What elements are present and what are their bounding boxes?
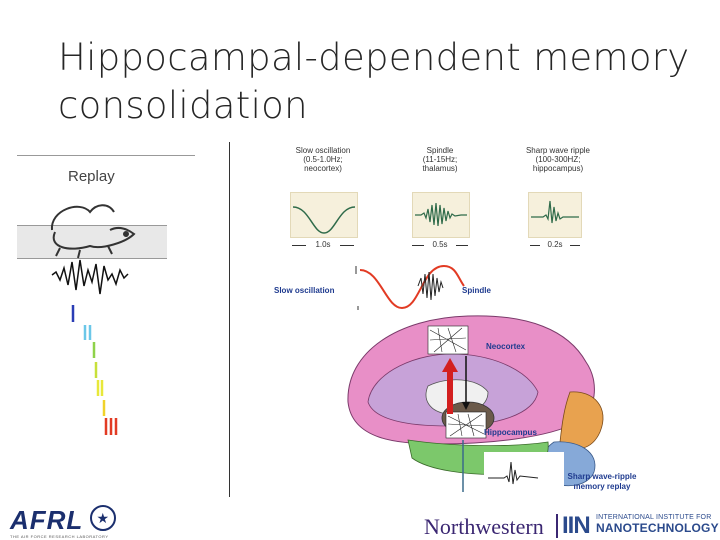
rat-icon xyxy=(50,204,136,259)
sharp-wave-ripple-replay-label: Sharp wave-ripple memory replay xyxy=(556,472,648,492)
replay-label-line1: Sharp wave-ripple xyxy=(567,472,637,481)
oscillation-region: thalamus) xyxy=(422,164,458,173)
figure-divider xyxy=(229,142,230,497)
divider-top xyxy=(17,155,195,156)
oscillation-region: neocortex) xyxy=(304,164,342,173)
spindle-label: Spindle xyxy=(462,286,491,295)
spindle-panel xyxy=(412,192,470,238)
spike-raster xyxy=(71,305,118,435)
afrl-caption: THE AIR FORCE RESEARCH LABORATORY xyxy=(10,534,109,539)
rat-and-trace-illustration xyxy=(50,204,136,295)
slow-oscillation-spindle-wave xyxy=(355,264,465,310)
oscillation-name: Spindle xyxy=(426,146,454,155)
slide-title: Hippocampal-dependent memory consolidati… xyxy=(58,36,690,127)
slow-wave-trace xyxy=(292,206,356,234)
spindle-trace xyxy=(415,202,467,227)
occipital-orange xyxy=(559,391,604,450)
oscillation-ripple: Sharp wave ripple (100-300HZ; hippocampu… xyxy=(508,146,608,173)
slow-oscillation-label: Slow oscillation xyxy=(274,286,335,295)
oscillation-detail: (100-300HZ; xyxy=(535,155,581,164)
ripple-panel xyxy=(528,192,582,238)
ripple-trace xyxy=(531,200,579,224)
hippocampus-label: Hippocampus xyxy=(484,428,537,437)
oscillation-detail: (11-15Hz; xyxy=(422,155,458,164)
duration-label: 0.2s xyxy=(540,240,570,249)
replay-label-line2: memory replay xyxy=(573,482,631,491)
duration-label: 0.5s xyxy=(424,240,456,249)
afrl-star-icon: ★ xyxy=(89,505,116,531)
oscillation-detail: (0.5-1.0Hz; xyxy=(303,155,343,164)
iin-logo: IIN xyxy=(562,512,591,540)
oscillation-name: Slow oscillation xyxy=(295,146,351,155)
slow-wave-panel xyxy=(290,192,358,238)
iin-line1: INTERNATIONAL INSTITUTE FOR xyxy=(596,514,712,521)
replay-label: Replay xyxy=(68,168,115,185)
lfp-trace xyxy=(51,259,129,295)
iin-line2: NANOTECHNOLOGY xyxy=(596,521,719,535)
afrl-logo: AFRL ★ THE AIR FORCE RESEARCH LABORATORY xyxy=(10,505,116,539)
oscillation-region: hippocampus) xyxy=(532,164,584,173)
northwestern-logo: Northwestern xyxy=(424,514,544,539)
footer-divider xyxy=(556,514,558,538)
iin-name: INTERNATIONAL INSTITUTE FOR NANOTECHNOLO… xyxy=(596,514,719,535)
ripple-inset xyxy=(484,452,564,492)
oscillation-name: Sharp wave ripple xyxy=(525,146,591,155)
neocortex-label: Neocortex xyxy=(486,342,526,351)
afrl-logo-text: AFRL xyxy=(10,505,84,535)
track-band xyxy=(17,225,167,259)
iin-logo-text: IIN xyxy=(562,512,591,539)
duration-label: 1.0s xyxy=(306,240,340,249)
brain-illustration xyxy=(347,315,604,492)
oscillation-spindle: Spindle (11-15Hz; thalamus) xyxy=(400,146,480,173)
oscillation-slow: Slow oscillation (0.5-1.0Hz; neocortex) xyxy=(278,146,368,173)
